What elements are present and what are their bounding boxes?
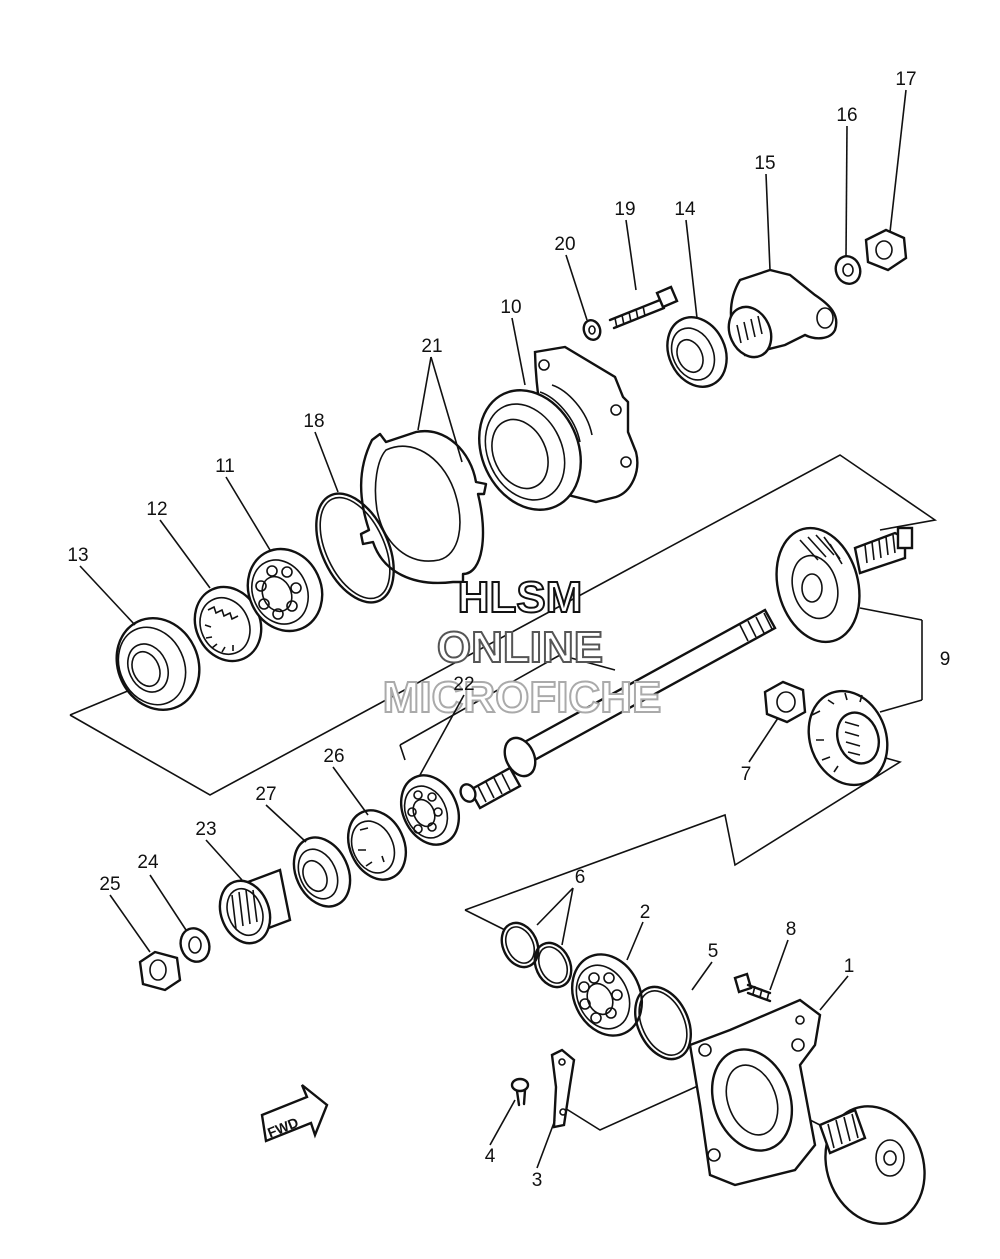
part-9-ring-gear[interactable] bbox=[764, 519, 914, 652]
callout-21: 21 bbox=[421, 336, 442, 357]
part-10-housing[interactable] bbox=[460, 345, 639, 526]
part-12-splined-ring[interactable] bbox=[183, 576, 273, 672]
part-6-shims[interactable] bbox=[495, 917, 578, 993]
callout-20: 20 bbox=[554, 234, 575, 255]
callout-7: 7 bbox=[741, 764, 752, 785]
part-7-nut[interactable] bbox=[763, 680, 807, 724]
callout-1: 1 bbox=[844, 956, 855, 977]
part-17-nut[interactable] bbox=[864, 228, 908, 272]
part-13-bearing[interactable] bbox=[102, 604, 214, 723]
callout-10: 10 bbox=[500, 297, 521, 318]
part-4-screw[interactable] bbox=[510, 1077, 530, 1107]
part-5-o-ring[interactable] bbox=[624, 978, 701, 1068]
part-16-washer[interactable] bbox=[832, 253, 864, 288]
part-8-bolt[interactable] bbox=[733, 972, 772, 1003]
callout-22: 22 bbox=[453, 674, 474, 695]
callout-3: 3 bbox=[532, 1170, 543, 1191]
part-11-ball-bearing[interactable] bbox=[235, 537, 336, 644]
callout-14: 14 bbox=[674, 199, 696, 220]
callout-numbers: 17 16 15 14 19 20 10 21 18 11 12 13 9 22… bbox=[67, 69, 950, 1191]
part-25-nut[interactable] bbox=[138, 950, 182, 992]
callout-26: 26 bbox=[323, 746, 344, 767]
callout-4: 4 bbox=[485, 1146, 496, 1167]
watermark: HLSM ONLINE MICROFICHE bbox=[382, 572, 663, 723]
callout-17: 17 bbox=[895, 69, 916, 90]
callout-27: 27 bbox=[255, 784, 276, 805]
callout-19: 19 bbox=[614, 199, 635, 220]
leader-lines bbox=[79, 89, 923, 1169]
part-3-bracket[interactable] bbox=[550, 1048, 576, 1129]
part-2-ball-bearing[interactable] bbox=[559, 943, 654, 1047]
part-15-yoke[interactable] bbox=[721, 268, 838, 364]
callout-5: 5 bbox=[708, 941, 719, 962]
callout-11: 11 bbox=[215, 456, 235, 477]
part-14-bearing[interactable] bbox=[656, 308, 737, 397]
callout-25: 25 bbox=[99, 874, 120, 895]
callout-8: 8 bbox=[786, 919, 797, 940]
callout-24: 24 bbox=[137, 852, 159, 873]
callout-9: 9 bbox=[940, 649, 951, 670]
part-21-gasket[interactable] bbox=[359, 429, 488, 585]
callout-6: 6 bbox=[575, 867, 586, 888]
part-20-washer[interactable] bbox=[581, 318, 603, 342]
callout-18: 18 bbox=[303, 411, 324, 432]
shaft-bearing[interactable] bbox=[390, 766, 469, 854]
callout-2: 2 bbox=[640, 902, 651, 923]
callout-12: 12 bbox=[146, 499, 167, 520]
part-24-washer[interactable] bbox=[176, 924, 214, 966]
part-26-ring[interactable] bbox=[337, 801, 416, 889]
part-27-oil-seal[interactable] bbox=[283, 828, 361, 915]
callout-13: 13 bbox=[67, 545, 88, 566]
watermark-line-1: HLSM bbox=[458, 573, 583, 622]
watermark-line-3: MICROFICHE bbox=[383, 673, 662, 722]
part-22-drive-shaft[interactable] bbox=[458, 608, 777, 810]
driven-gear[interactable] bbox=[809, 1092, 940, 1238]
callout-16: 16 bbox=[836, 105, 857, 126]
watermark-line-2: ONLINE bbox=[437, 623, 603, 672]
part-19-bolt[interactable] bbox=[608, 285, 679, 330]
callout-23: 23 bbox=[195, 819, 216, 840]
part-23-needle-bearing[interactable] bbox=[212, 868, 292, 950]
callout-15: 15 bbox=[754, 153, 775, 174]
part-1-cover-housing[interactable] bbox=[688, 998, 822, 1187]
part-9-pinion-gear[interactable] bbox=[796, 680, 900, 796]
forward-arrow-icon: FWD bbox=[260, 1084, 329, 1143]
